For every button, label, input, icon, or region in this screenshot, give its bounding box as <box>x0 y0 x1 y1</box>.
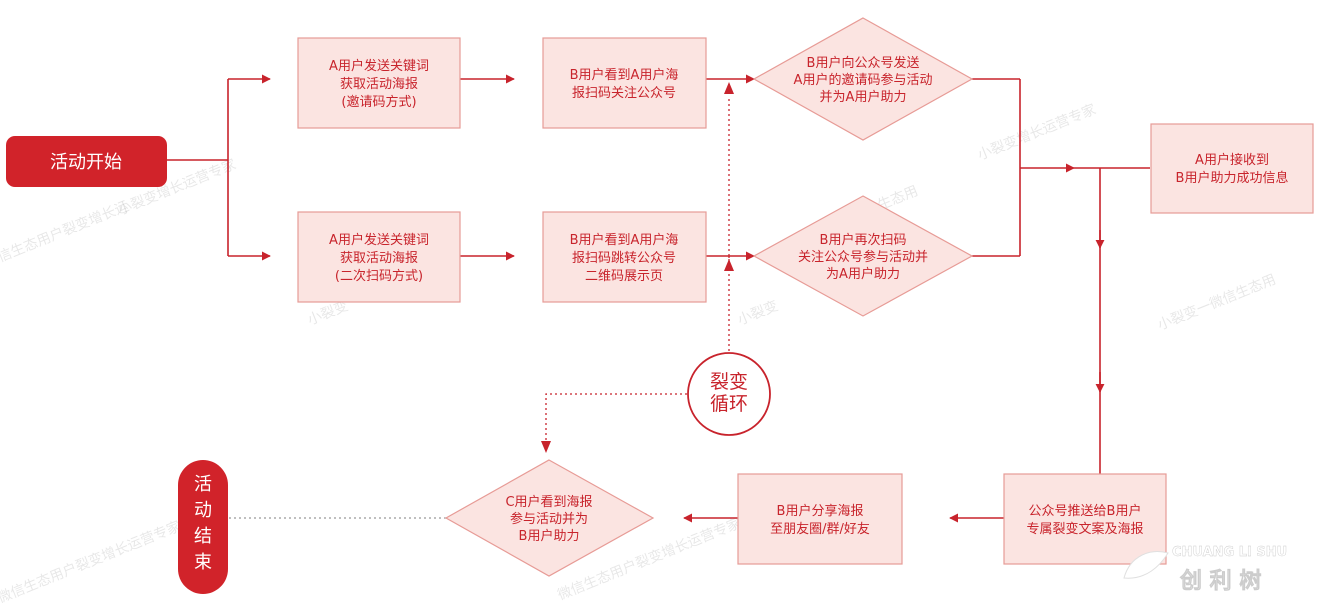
loop-arrow-up-icon <box>724 259 734 271</box>
text-line: 裂变 <box>710 371 748 393</box>
text-line: 关注公众号参与活动并 <box>798 249 928 265</box>
start-label: 活动开始 <box>50 152 122 173</box>
diamond-text: B用户再次扫码关注公众号参与活动并为A用户助力 <box>798 232 928 282</box>
text-line: A用户发送关键词 <box>329 232 429 248</box>
box-a-keyword-invite: A用户发送关键词获取活动海报 (邀请码方式) <box>297 37 461 129</box>
connectors <box>167 74 1150 523</box>
text-line: C用户看到海报 <box>505 494 592 510</box>
text-line: 循环 <box>710 393 748 415</box>
box-text: A用户发送关键词获取活动海报 (二次扫码方式) <box>329 232 429 284</box>
text-line: 并为A用户助力 <box>820 89 907 105</box>
text-line: 为A用户助力 <box>826 266 900 282</box>
logo: CHUANG LI SHU 创 利 树 <box>1123 545 1287 594</box>
loop-label: 裂变循环 <box>710 371 748 415</box>
text-line: B用户向公众号发送 <box>807 55 920 71</box>
leaf-logo-icon <box>1123 551 1169 579</box>
end-label-char: 动 <box>194 500 212 521</box>
box-b-scan-jump: B用户看到A用户海报扫码跳转公众号二维码展示页 <box>542 211 707 303</box>
watermark-text: 小裂变 <box>736 298 781 329</box>
text-line: B用户看到A用户海 <box>570 67 679 83</box>
text-line: B用户看到A用户海 <box>570 232 679 248</box>
text-line: (二次扫码方式) <box>335 268 423 284</box>
loop-arrow-up-icon <box>724 82 734 94</box>
text-line: (邀请码方式) <box>341 94 416 110</box>
loop-arrow-down-icon <box>541 441 551 453</box>
box-text: A用户发送关键词获取活动海报 (邀请码方式) <box>329 58 429 110</box>
watermark-text: 小裂变增长运营专家 <box>975 101 1098 164</box>
box-a-keyword-rescan: A用户发送关键词获取活动海报 (二次扫码方式) <box>297 211 461 303</box>
box-text: A用户接收到 B用户助力成功信息 <box>1176 152 1289 186</box>
logo-text-cn: 创 利 树 <box>1179 568 1261 594</box>
loop-node: 裂变循环 <box>687 352 771 436</box>
watermark-text: 信生态用户裂变增长运 <box>0 198 131 266</box>
text-line: 专属裂变文案及海报 <box>1026 521 1143 537</box>
text-line: 公众号推送给B用户 <box>1029 503 1142 519</box>
text-line: 至朋友圈/群/好友 <box>770 521 870 537</box>
logo-text-en: CHUANG LI SHU <box>1172 545 1287 560</box>
loop-connectors <box>228 96 730 519</box>
watermark-text: 小裂变 <box>306 298 351 329</box>
text-line: B用户助力 <box>519 528 580 544</box>
start-node: 活动开始 <box>6 136 167 187</box>
box-text: 公众号推送给B用户专属裂变文案及海报 <box>1026 503 1143 537</box>
box-b-scan-follow: B用户看到A用户海报扫码关注公众号 <box>542 37 707 129</box>
text-line: B用户助力成功信息 <box>1176 170 1289 186</box>
text-line: B用户再次扫码 <box>820 232 907 248</box>
diamond-b-rescan: B用户再次扫码关注公众号参与活动并为A用户助力 <box>752 195 974 317</box>
text-line: A用户接收到 <box>1195 152 1269 168</box>
watermark-text: 小裂变一微信生态用 <box>1156 272 1279 334</box>
box-push-poster: 公众号推送给B用户专属裂变文案及海报 <box>1003 473 1167 565</box>
watermark-text: 微信生态用户裂变增长运营专家 <box>0 518 183 603</box>
box-text: B用户分享海报至朋友圈/群/好友 <box>770 503 870 537</box>
text-line: 报扫码关注公众号 <box>572 86 676 101</box>
text-line: 获取活动海报 <box>340 77 418 92</box>
text-line: 参与活动并为 <box>510 511 588 527</box>
end-label-char: 束 <box>194 552 212 573</box>
box-a-receive: A用户接收到 B用户助力成功信息 <box>1150 123 1314 214</box>
end-label-char: 结 <box>194 526 212 547</box>
text-line: A用户发送关键词 <box>329 58 429 74</box>
end-node: 活动结束 <box>178 460 228 594</box>
text-line: A用户的邀请码参与活动 <box>794 72 933 88</box>
box-text: B用户看到A用户海报扫码跳转公众号二维码展示页 <box>570 232 679 284</box>
box-b-share: B用户分享海报至朋友圈/群/好友 <box>737 473 903 565</box>
end-label: 活动结束 <box>194 474 212 573</box>
text-line: B用户分享海报 <box>777 503 864 519</box>
end-label-char: 活 <box>194 474 212 495</box>
text-line: 报扫码跳转公众号 <box>572 251 676 266</box>
text-line: 二维码展示页 <box>585 269 663 284</box>
box-text: B用户看到A用户海报扫码关注公众号 <box>570 67 679 101</box>
text-line: 获取活动海报 <box>340 251 418 266</box>
